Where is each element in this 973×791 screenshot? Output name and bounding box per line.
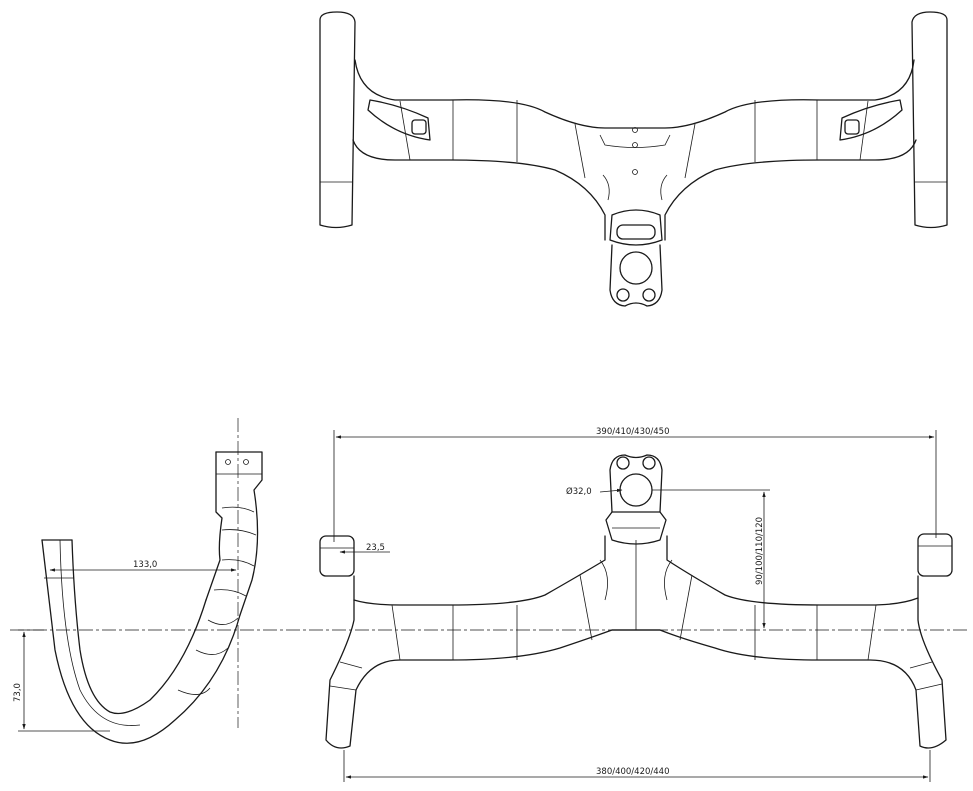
drop-label: 73,0 — [13, 683, 23, 702]
top-view — [319, 11, 948, 307]
reach-label: 133,0 — [133, 560, 157, 570]
front-view: 390/410/430/450 380/400/420/440 23,5 — [10, 427, 968, 782]
drop-diameter-label: 23,5 — [366, 543, 385, 553]
clamp-diameter-label: Ø32,0 — [566, 486, 592, 497]
tops-width-label: 380/400/420/440 — [596, 767, 670, 777]
drop-width-label: 390/410/430/450 — [596, 427, 670, 437]
side-view: 133,0 73,0 — [13, 418, 263, 744]
stem-length-label: 90/100/110/120 — [755, 517, 765, 585]
